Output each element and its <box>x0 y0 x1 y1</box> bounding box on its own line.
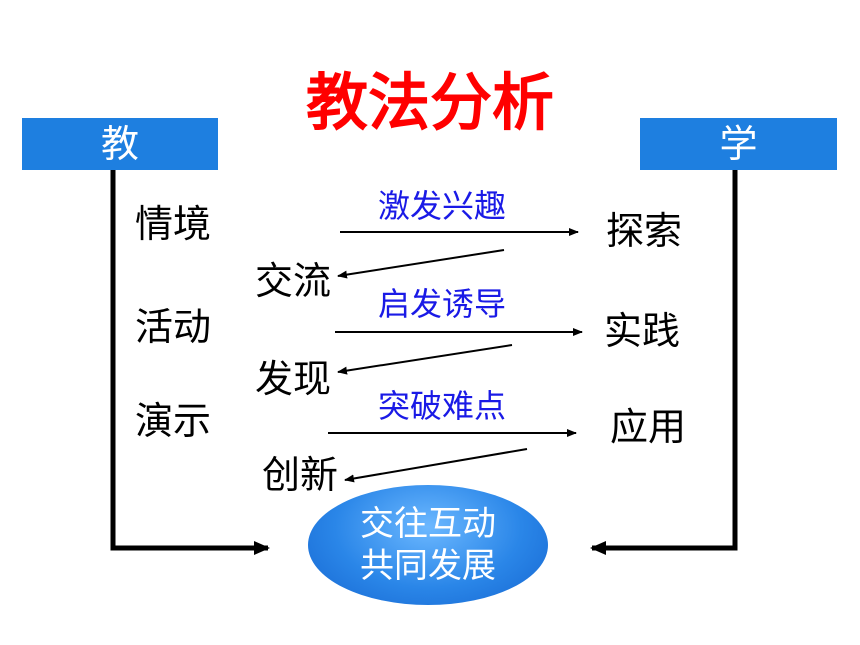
arrow-to-middle-1 <box>337 249 505 279</box>
teacher-item-3: 演示 <box>135 399 212 443</box>
arrow-label-2: 启发诱导 <box>378 285 507 323</box>
center-line-2: 共同发展 <box>360 546 496 586</box>
middle-item-1: 交流 <box>255 259 332 303</box>
teacher-item-2: 活动 <box>135 305 212 349</box>
student-item-2: 实践 <box>604 309 681 353</box>
student-item-1: 探索 <box>606 209 683 253</box>
student-item-3: 应用 <box>610 405 687 449</box>
center-line-1: 交往互动 <box>360 503 496 544</box>
student-bracket-line <box>590 170 738 555</box>
student-box: 学 生 <box>640 118 837 218</box>
middle-item-2: 发现 <box>255 357 332 401</box>
arrow-label-1: 激发兴趣 <box>378 187 507 225</box>
arrow-to-middle-2 <box>337 344 513 375</box>
slide-title: 教法分析 <box>305 66 554 139</box>
teacher-item-1: 情境 <box>135 202 212 246</box>
teacher-box: 教 师 <box>22 118 218 218</box>
center-ellipse: 交往互动 共同发展 <box>308 485 548 605</box>
arrow-label-3: 突破难点 <box>378 387 507 425</box>
teacher-bracket-line <box>110 170 270 555</box>
arrow-to-middle-3 <box>344 448 528 483</box>
middle-item-3: 创新 <box>262 453 339 497</box>
